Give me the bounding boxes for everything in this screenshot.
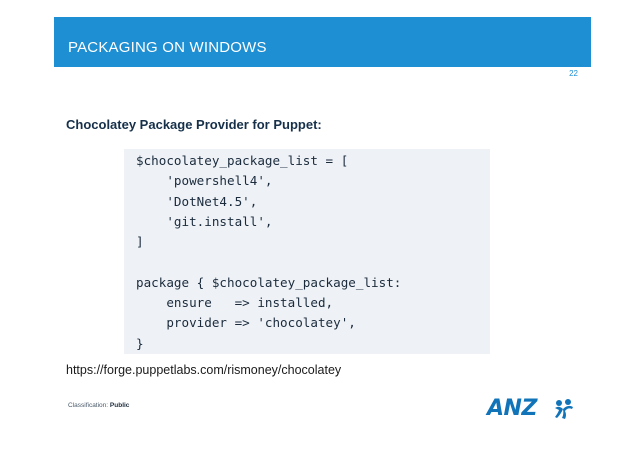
- reference-link[interactable]: https://forge.puppetlabs.com/rismoney/ch…: [66, 363, 342, 377]
- classification-footer: Classification: Public: [68, 402, 129, 409]
- header-bar: PACKAGING ON WINDOWS: [54, 17, 591, 67]
- code-block: $chocolatey_package_list = [ 'powershell…: [124, 149, 490, 354]
- logo-text: ANZ: [487, 396, 537, 421]
- page-number: 22: [569, 69, 578, 78]
- slide-title: PACKAGING ON WINDOWS: [68, 39, 267, 56]
- section-heading: Chocolatey Package Provider for Puppet:: [66, 117, 322, 132]
- classification-value: Public: [109, 402, 130, 409]
- anz-logo: ANZ: [487, 396, 577, 422]
- anz-people-icon: [555, 399, 573, 419]
- classification-label: Classification:: [68, 402, 109, 409]
- code-text: $chocolatey_package_list = [ 'powershell…: [136, 153, 402, 351]
